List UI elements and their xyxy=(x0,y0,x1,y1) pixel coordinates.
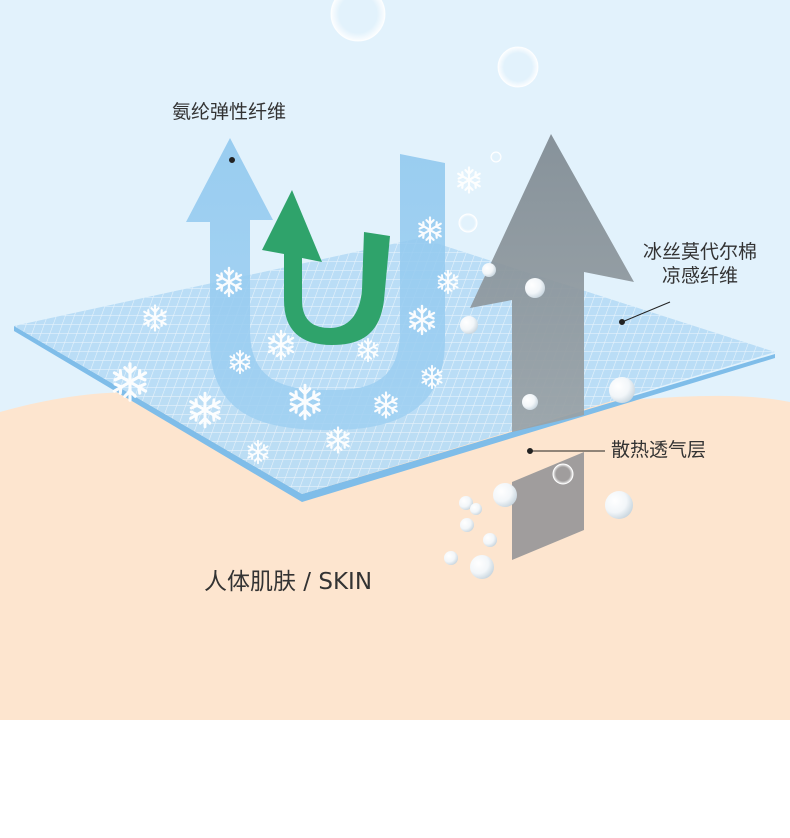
ice-silk-label-line1: 冰丝莫代尔棉 xyxy=(630,240,770,264)
bottom-white-area xyxy=(0,720,790,838)
skin-label: 人体肌肤 / SKIN xyxy=(204,568,372,596)
heat-layer-label: 散热透气层 xyxy=(611,438,706,462)
ice-silk-label-line2: 凉感纤维 xyxy=(630,264,770,288)
spandex-label: 氨纶弹性纤维 xyxy=(172,100,286,124)
ice-silk-label: 冰丝莫代尔棉 凉感纤维 xyxy=(630,240,770,288)
